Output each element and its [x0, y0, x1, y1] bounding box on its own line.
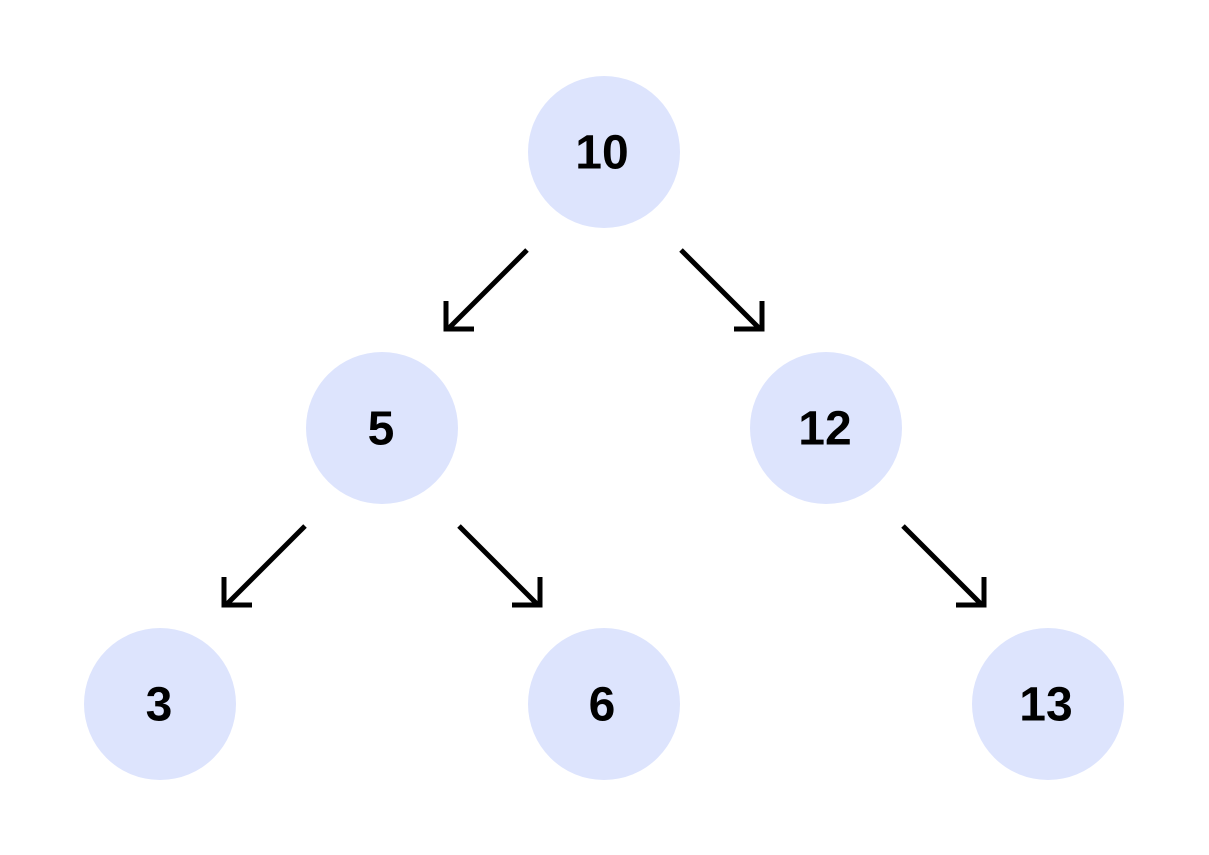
- edge-10-to-12: [679, 248, 765, 332]
- node-label: 12: [798, 403, 851, 456]
- node-label: 10: [575, 127, 628, 180]
- tree-node-13: 13: [972, 628, 1124, 780]
- edge-10-to-5: [443, 248, 529, 332]
- node-label: 13: [1019, 679, 1072, 732]
- node-label: 5: [368, 403, 395, 456]
- tree-node-5: 5: [306, 352, 458, 504]
- node-label: 6: [589, 679, 616, 732]
- edge-5-to-6: [457, 524, 543, 608]
- node-label: 3: [146, 679, 173, 732]
- tree-node-3: 3: [84, 628, 236, 780]
- tree-node-6: 6: [528, 628, 680, 780]
- edge-5-to-3: [221, 524, 307, 608]
- tree-node-12: 12: [750, 352, 902, 504]
- tree-node-10: 10: [528, 76, 680, 228]
- edge-12-to-13: [901, 524, 987, 608]
